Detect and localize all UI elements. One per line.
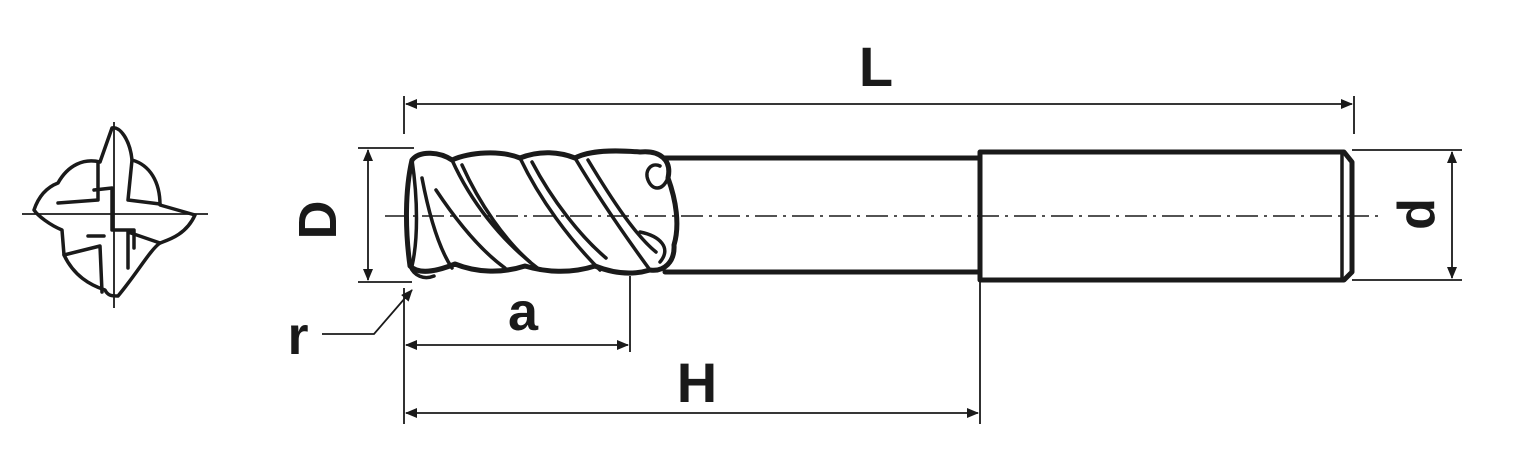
dimension-H: H: [403, 282, 981, 424]
dimension-label-r: r: [287, 306, 308, 366]
dimension-label-D: D: [288, 201, 348, 240]
four-flute-end-view-icon: [22, 122, 208, 308]
dimension-label-H: H: [677, 351, 717, 414]
dimension-label-d: d: [1388, 198, 1446, 230]
dimension-d: d: [1352, 149, 1462, 281]
dimension-a: a: [403, 276, 631, 352]
dimension-label-L: L: [859, 35, 893, 98]
dimension-label-a: a: [508, 282, 539, 342]
end-mill-side-view-icon: [385, 148, 1380, 283]
dimension-r: r: [287, 289, 413, 366]
dimension-D: D: [288, 147, 414, 283]
dimension-L: L: [403, 35, 1355, 134]
